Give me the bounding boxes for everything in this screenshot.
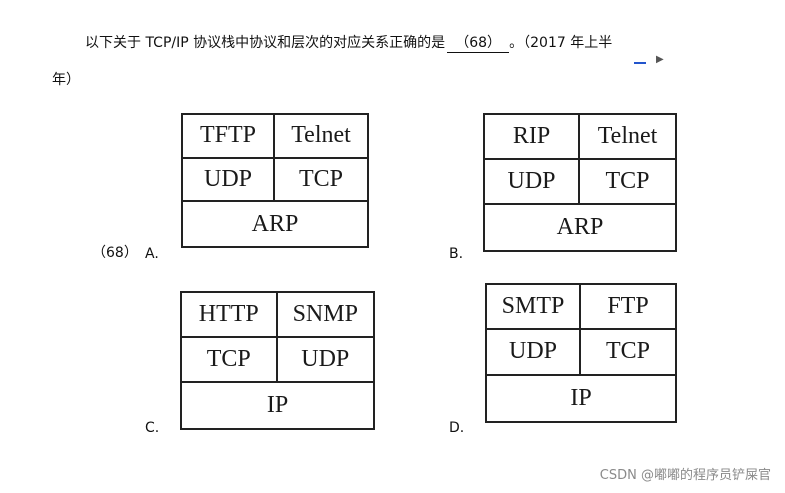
text-cursor-icon	[634, 62, 646, 64]
option-c-label: C.	[145, 420, 160, 436]
option-c-bottom: IP	[266, 392, 289, 418]
question-tail: 年）	[52, 72, 80, 88]
option-a-top-right: Telnet	[275, 115, 367, 159]
option-c-top-right: SNMP	[277, 293, 373, 338]
option-d-middle-left: UDP	[487, 330, 581, 376]
option-b-diagram: RIP Telnet UDP TCP ARP	[483, 113, 677, 252]
question-text: 以下关于 TCP/IP 协议栈中协议和层次的对应关系正确的是（68）。（2017…	[85, 33, 612, 53]
option-b-top-right: Telnet	[580, 115, 675, 160]
question-suffix: 。（2017 年上半	[509, 35, 613, 51]
option-c-middle-left: TCP	[182, 338, 278, 383]
option-c-top-left: HTTP	[182, 293, 278, 338]
option-a-middle-right: TCP	[275, 159, 367, 203]
option-a-diagram: TFTP Telnet UDP TCP ARP	[181, 113, 369, 248]
option-a-top-left: TFTP	[183, 115, 275, 159]
option-b-bottom: ARP	[556, 214, 604, 240]
option-d-top-left: SMTP	[487, 285, 581, 331]
option-c-diagram: HTTP SNMP TCP UDP IP	[180, 291, 375, 430]
option-a-middle-left: UDP	[183, 158, 275, 203]
option-d-diagram: SMTP FTP UDP TCP IP	[485, 283, 677, 423]
option-a-label: A.	[145, 246, 159, 262]
option-d-label: D.	[449, 420, 465, 436]
option-b-middle-right: TCP	[580, 160, 675, 205]
option-c-middle-right: UDP	[277, 338, 373, 383]
option-b-middle-left: UDP	[485, 160, 580, 205]
option-b-label: B.	[449, 246, 464, 262]
option-d-top-right: FTP	[581, 285, 675, 331]
answer-blank: （68）	[447, 34, 510, 53]
watermark: CSDN @嘟嘟的程序员铲屎官	[599, 468, 771, 483]
question-prefix: 以下关于 TCP/IP 协议栈中协议和层次的对应关系正确的是	[85, 35, 446, 51]
option-d-middle-right: TCP	[581, 330, 675, 376]
option-b-top-left: RIP	[485, 115, 580, 160]
mouse-pointer-icon: ▶	[656, 54, 664, 65]
option-a-bottom: ARP	[251, 210, 299, 237]
question-number-label: （68）	[92, 245, 138, 261]
option-d-bottom: IP	[570, 384, 592, 411]
